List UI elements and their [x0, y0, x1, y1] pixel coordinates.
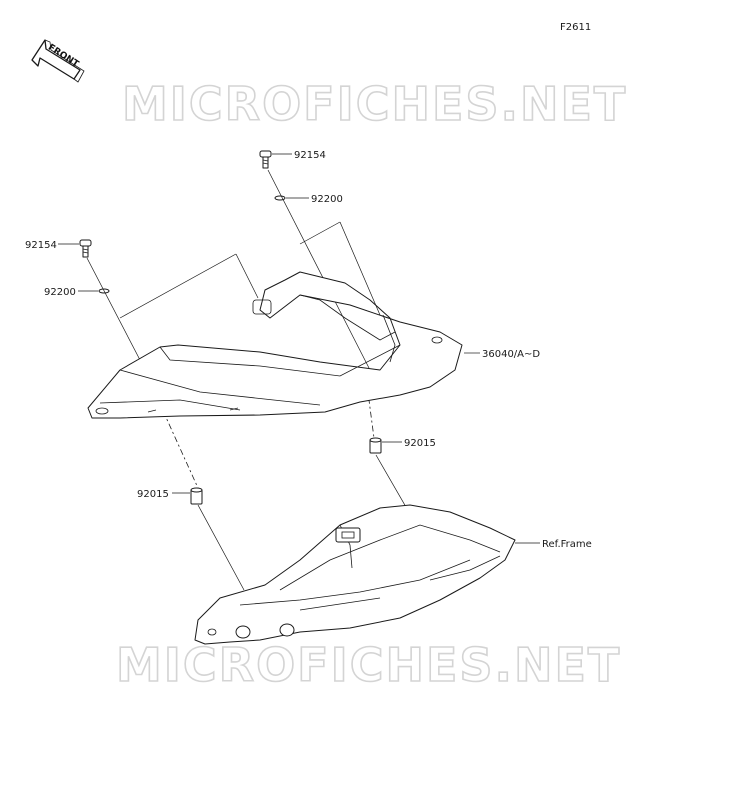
front-arrow-icon: FRONT: [31, 39, 85, 83]
callout-cover: 36040/A~D: [482, 349, 540, 360]
callout-collar-right: 92015: [404, 438, 436, 449]
seat-cover: [87, 271, 463, 419]
axis-upper: [267, 169, 371, 371]
collar-left: [190, 487, 203, 505]
bolt-upper: [259, 150, 272, 169]
callout-bolt-left: 92154: [25, 240, 57, 251]
watermark-top: MICROFICHES.NET: [122, 77, 627, 131]
callout-collar-left: 92015: [137, 489, 169, 500]
collar-right: [369, 437, 382, 454]
bolt-left: [79, 239, 92, 258]
dash-right: [364, 369, 375, 439]
callout-washer-left: 92200: [44, 287, 76, 298]
callout-frame: Ref.Frame: [542, 539, 592, 550]
figure-id: F2611: [560, 22, 591, 33]
watermark-bottom: MICROFICHES.NET: [116, 638, 621, 692]
axis-left: [86, 257, 141, 361]
callout-washer-upper: 92200: [311, 194, 343, 205]
callout-bolt-upper: 92154: [294, 150, 326, 161]
rear-frame: [194, 504, 516, 645]
washer-upper: [274, 195, 286, 201]
